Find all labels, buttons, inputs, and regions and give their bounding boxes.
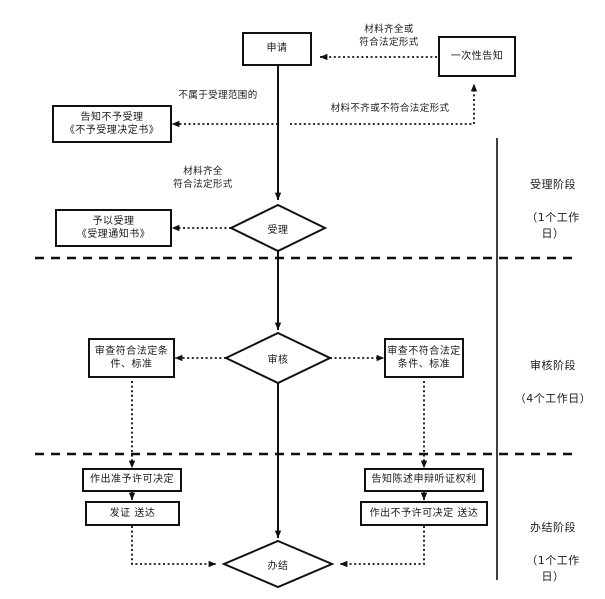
edge-issue-to-complete [131,526,217,568]
complete-diamond-label: 办结 [267,561,289,572]
node-decision-grant[interactable]: 作出准予许可决定 [82,468,182,492]
accept-diamond [228,203,328,253]
node-notify-not-accept[interactable]: 告知不予受理 《不予受理决定书》 [52,105,172,143]
edge-deny-to-complete [339,526,425,568]
accept-diamond-label: 受理 [267,225,289,236]
stage-label-accept: 受理阶段 （1个工作 日） [508,160,598,259]
edge-label-not-in-scope: 不属于受理范围的 [178,90,258,101]
edge-label-materials-complete-legal: 材料齐全 符合法定形式 [173,166,233,190]
stage-label-review: 审核阶段 （4个工作日） [508,341,598,424]
stage-review-name: 审核阶段 [530,358,576,372]
node-review-pass[interactable]: 审查符合法定条 件、标准 [88,338,175,378]
edge-apply-to-notice [290,83,478,125]
node-review-fail[interactable]: 审查不符合法定 条件、标准 [384,338,464,378]
stage-accept-duration: （1个工作 日） [526,210,580,241]
stage-accept-name: 受理阶段 [530,177,576,191]
edge-label-materials-incomplete: 材料不齐或不符合法定形式 [330,103,450,114]
stage-complete-duration: （1个工作 日） [526,553,580,584]
node-one-time-notice[interactable]: 一次性告知 [438,36,516,77]
stage-review-duration: （4个工作日） [514,391,592,405]
node-apply[interactable]: 申请 [242,32,312,66]
edge-label-materials-complete-or-legal: 材料齐全或 符合法定形式 [359,24,419,48]
stage-complete-name: 办结阶段 [530,520,576,534]
stage-label-complete: 办结阶段 （1个工作 日） [508,503,598,599]
review-diamond [223,331,333,385]
node-decision-deny[interactable]: 作出不予许可决定 送达 [360,501,488,526]
node-issue-deliver[interactable]: 发证 送达 [85,501,180,526]
node-notify-rights[interactable]: 告知陈述申辩听证权利 [364,468,484,492]
review-diamond-label: 审核 [267,355,289,366]
node-grant-accept[interactable]: 予以受理 《受理通知书》 [55,209,172,247]
complete-diamond [221,539,335,589]
